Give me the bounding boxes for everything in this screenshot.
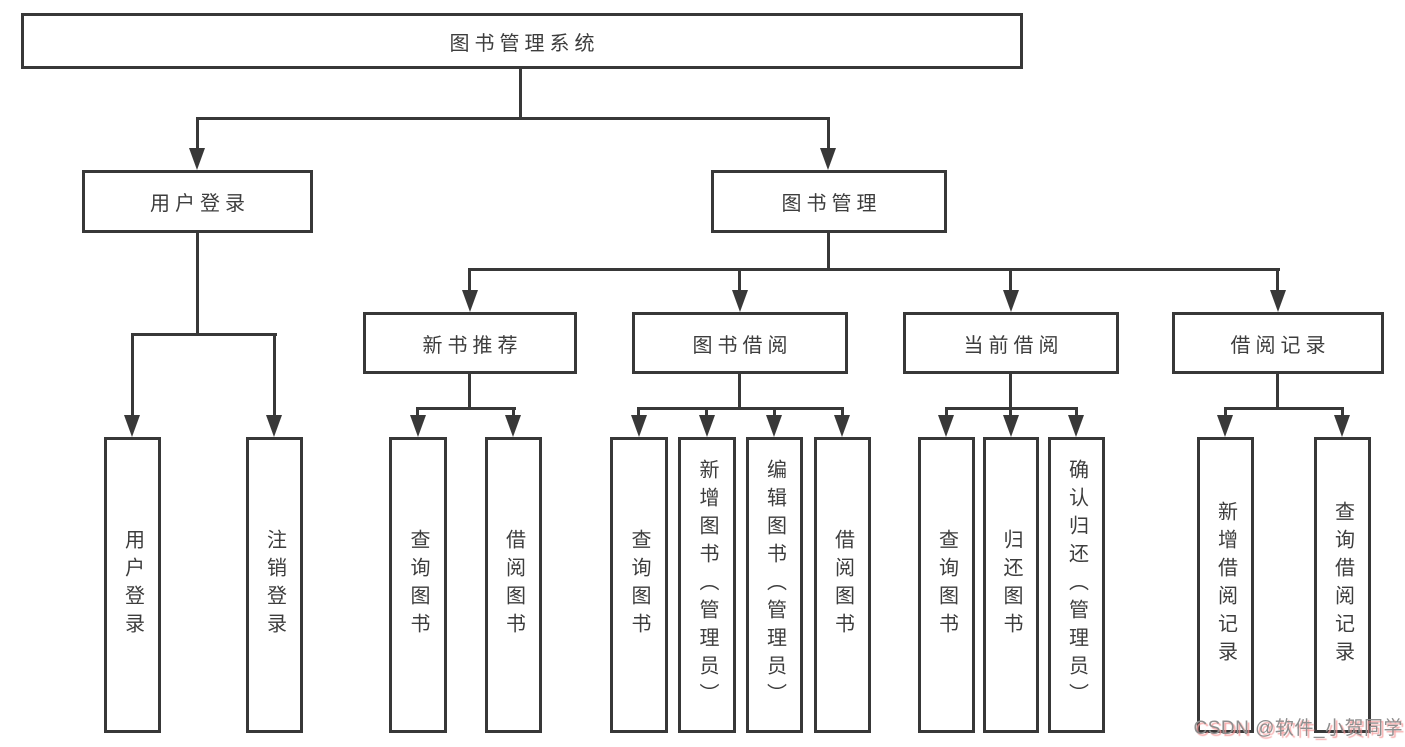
connector-v [738, 268, 741, 292]
arrow-down-icon [1068, 415, 1084, 437]
connector-v [468, 268, 471, 292]
arrow-down-icon [266, 415, 282, 437]
leaf-label: 查询图书 [628, 529, 650, 641]
arrow-down-icon [631, 415, 647, 437]
arrow-down-icon [1217, 415, 1233, 437]
node-label: 借阅记录 [1230, 334, 1331, 357]
arrow-down-icon [699, 415, 715, 437]
connector-v [1009, 374, 1012, 410]
node-borrow-records: 借阅记录 [1172, 312, 1384, 374]
arrow-down-icon [505, 415, 521, 437]
node-book-borrow: 图书借阅 [632, 312, 848, 374]
arrow-down-icon [732, 290, 748, 312]
leaf-label: 借阅图书 [502, 529, 525, 641]
connector-h [197, 117, 830, 120]
leaf-confirm-return-admin: 确认归还（管理员） [1048, 437, 1105, 733]
connector-v [519, 69, 522, 118]
leaf-return-books: 归还图书 [983, 437, 1039, 733]
node-current-borrow: 当前借阅 [903, 312, 1119, 374]
leaf-label: 查询借阅记录 [1331, 501, 1354, 669]
node-new-book-recommend: 新书推荐 [363, 312, 577, 374]
node-user-login: 用户登录 [82, 170, 313, 233]
arrow-down-icon [410, 415, 426, 437]
connector-v [1009, 268, 1012, 292]
leaf-borrow-books: 借阅图书 [814, 437, 871, 733]
connector-v [196, 233, 199, 336]
node-label: 图书管理 [781, 193, 882, 215]
leaf-add-books-admin: 新增图书（管理员） [678, 437, 736, 733]
leaf-user-login: 用户登录 [104, 437, 161, 733]
arrow-down-icon [189, 148, 205, 170]
connector-v [1224, 407, 1227, 419]
connector-v [945, 407, 948, 419]
connector-v [131, 333, 134, 417]
connector-h [1224, 407, 1344, 410]
connector-h [637, 407, 844, 410]
arrow-down-icon [834, 415, 850, 437]
node-label: 用户登录 [150, 193, 250, 215]
leaf-query-borrow-record: 查询借阅记录 [1314, 437, 1371, 733]
connector-v [738, 374, 741, 410]
leaf-label: 查询图书 [935, 529, 958, 641]
connector-v [1075, 407, 1078, 419]
arrow-down-icon [462, 290, 478, 312]
leaf-query-books: 查询图书 [610, 437, 668, 733]
connector-v [416, 407, 419, 419]
leaf-label: 新增图书（管理员） [696, 459, 718, 711]
leaf-label: 编辑图书（管理员） [763, 459, 786, 711]
connector-h [131, 333, 277, 336]
arrow-down-icon [1334, 415, 1350, 437]
connector-h [469, 268, 1280, 271]
leaf-label: 归还图书 [1000, 529, 1022, 641]
node-root-label: 图书管理系统 [449, 32, 600, 55]
connector-v [1276, 268, 1279, 292]
csdn-watermark: CSDN @软件_小贺同学 [1193, 718, 1403, 739]
leaf-label: 查询图书 [407, 529, 429, 641]
connector-v [773, 407, 776, 419]
connector-v [196, 117, 199, 150]
node-root: 图书管理系统 [21, 13, 1023, 69]
connector-v [512, 407, 515, 419]
node-label: 当前借阅 [963, 334, 1064, 357]
connector-v [468, 374, 471, 410]
arrow-down-icon [938, 415, 954, 437]
arrow-down-icon [1270, 290, 1286, 312]
leaf-add-borrow-record: 新增借阅记录 [1197, 437, 1254, 733]
node-label: 图书借阅 [692, 334, 793, 357]
connector-v [705, 407, 708, 419]
leaf-label: 确认归还（管理员） [1065, 459, 1088, 711]
leaf-label: 注销登录 [263, 529, 286, 641]
connector-v [841, 407, 844, 419]
leaf-edit-books-admin: 编辑图书（管理员） [746, 437, 803, 733]
connector-v [827, 233, 830, 270]
arrow-down-icon [1003, 415, 1019, 437]
node-label: 新书推荐 [422, 334, 523, 357]
leaf-logout: 注销登录 [246, 437, 303, 733]
node-book-management: 图书管理 [711, 170, 947, 233]
connector-v [1009, 407, 1012, 419]
arrow-down-icon [766, 415, 782, 437]
connector-h [416, 407, 516, 410]
leaf-label: 用户登录 [121, 529, 144, 641]
connector-v [827, 117, 830, 150]
leaf-query-books-recommend: 查询图书 [389, 437, 447, 733]
leaf-label: 新增借阅记录 [1214, 501, 1237, 669]
leaf-query-books-current: 查询图书 [918, 437, 975, 733]
connector-v [637, 407, 640, 419]
connector-v [1341, 407, 1344, 419]
leaf-label: 借阅图书 [831, 529, 854, 641]
arrow-down-icon [820, 148, 836, 170]
connector-v [273, 333, 276, 417]
connector-v [1276, 374, 1279, 410]
arrow-down-icon [1003, 290, 1019, 312]
arrow-down-icon [124, 415, 140, 437]
leaf-borrow-books-recommend: 借阅图书 [485, 437, 542, 733]
